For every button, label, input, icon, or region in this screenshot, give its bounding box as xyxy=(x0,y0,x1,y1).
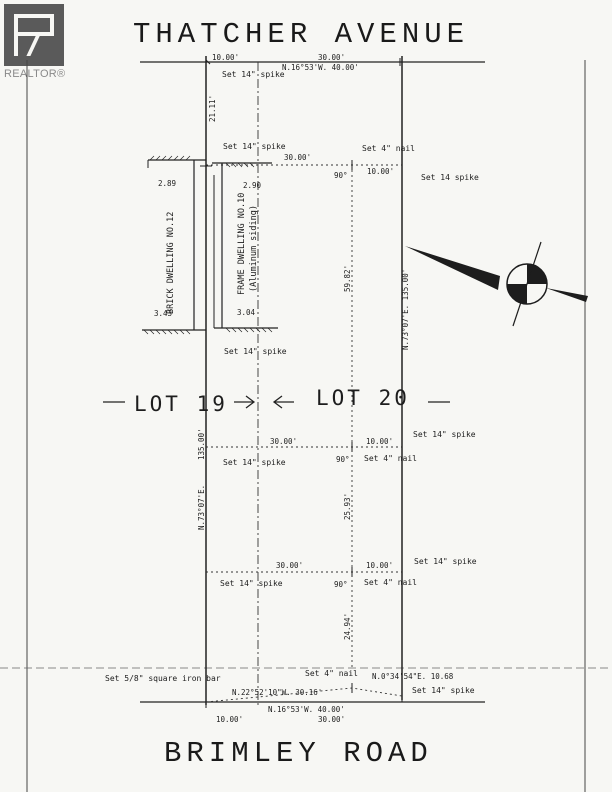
dim-west-135: 135.00' xyxy=(197,428,206,460)
dim-row1-10: 10.00' xyxy=(367,167,394,176)
dim-curve-bearing: N.0°34'54"E. 10.68 xyxy=(372,672,454,681)
dim-5982: 59.82' xyxy=(343,265,352,292)
frame-dwelling-note: (Aluminum siding) xyxy=(249,205,259,292)
dim-2593: 25.93' xyxy=(343,493,352,520)
lot-arrow-left-icon xyxy=(272,395,294,409)
dim-bottom-bearing-2: N.16°53'W. 40.00' xyxy=(268,705,345,714)
label-set-spike-6: Set 14" spike xyxy=(223,458,286,467)
label-set-nail-4: Set 4" nail xyxy=(305,669,358,678)
dim-row2-10: 10.00' xyxy=(366,437,393,446)
label-set-nail-1: Set 4" nail xyxy=(362,144,415,153)
dim-top-10: 10.00' xyxy=(212,53,239,62)
lot-19-label: LOT 19 xyxy=(134,392,228,416)
label-set-spike-2: Set 14" spike xyxy=(223,142,286,151)
dim-289: 2.89 xyxy=(158,179,176,188)
dim-west-bearing: N.73°07'E. xyxy=(197,485,206,530)
dim-bottom-bearing: N.22°52'10"W. 30.16' xyxy=(232,688,322,697)
dim-row2-30: 30.00' xyxy=(270,437,297,446)
realtor-wordmark: REALTOR® xyxy=(4,68,66,80)
label-set-spike-3: Set 14 spike xyxy=(421,173,479,182)
dim-row1-30: 30.00' xyxy=(284,153,311,162)
brick-dwelling-label: BRICK DWELLING NO.12 xyxy=(166,212,176,314)
dim-2494: 24.94' xyxy=(343,613,352,640)
lot-20-label: LOT 20 xyxy=(316,386,410,410)
dim-row3-90: 90° xyxy=(334,580,348,589)
frame-dwelling-label: FRAME DWELLING NO.10 xyxy=(237,193,247,295)
label-set-spike-7: Set 14" spike xyxy=(414,557,477,566)
dim-290: 2.90 xyxy=(243,181,262,190)
dim-row1-90: 90° xyxy=(334,171,348,180)
dim-row3-10: 10.00' xyxy=(366,561,393,570)
label-set-spike-4: Set 14" spike xyxy=(224,347,287,356)
street-name-bottom: BRIMLEY ROAD xyxy=(164,737,433,770)
realtor-logo: REALTOR® xyxy=(4,4,68,84)
north-arrow-icon xyxy=(405,241,588,327)
label-set-spike-5: Set 14" spike xyxy=(413,430,476,439)
label-set-spike-9: Set 14" spike xyxy=(412,686,475,695)
label-set-spike-8: Set 14" spike xyxy=(220,579,283,588)
label-set-nail-2: Set 4" nail xyxy=(364,454,417,463)
dim-bottom-30: 30.00' xyxy=(318,715,345,724)
dim-row2-90: 90° xyxy=(336,455,350,464)
frame-dwelling xyxy=(212,162,278,333)
dim-row3-30: 30.00' xyxy=(276,561,303,570)
dim-front-21: 21.11' xyxy=(208,95,217,122)
dim-top-bearing: N.16°53'W. 40.00' xyxy=(282,63,359,72)
dim-304: 3.04 xyxy=(237,308,256,317)
dim-east-bearing: N.73°07'E. 135.00' xyxy=(401,269,410,350)
survey-markers xyxy=(200,58,403,708)
lot-arrow-right-icon xyxy=(234,395,256,409)
dim-bottom-10: 10.00' xyxy=(216,715,243,724)
label-set-spike-1: Set 14" spike xyxy=(222,70,285,79)
street-name-top: THATCHER AVENUE xyxy=(133,18,470,51)
label-set-nail-3: Set 4" nail xyxy=(364,578,417,587)
dim-top-30: 30.00' xyxy=(318,53,345,62)
realtor-mark-icon xyxy=(4,4,64,66)
brick-dwelling xyxy=(142,155,206,335)
label-iron-bar: Set 5/8" square iron bar xyxy=(105,674,221,683)
dim-343: 3.43 xyxy=(154,309,172,318)
